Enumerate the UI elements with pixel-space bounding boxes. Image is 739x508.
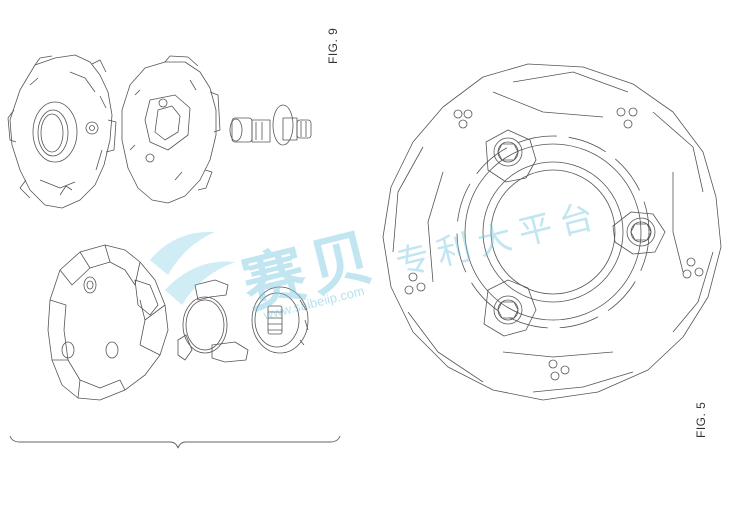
hex-boss-bottom — [483, 279, 537, 337]
hex-boss-right — [612, 211, 666, 255]
fig5-faceted-ring — [382, 63, 722, 401]
fig9-middle-disk — [121, 55, 221, 204]
fig9-core-disk — [251, 286, 309, 354]
fig9-shaft — [229, 104, 312, 146]
hole-cluster — [404, 107, 704, 381]
watermark-logo-icon — [150, 231, 235, 305]
fig9-bracket — [9, 435, 341, 449]
fig9-outer-ring — [47, 244, 169, 401]
fig9-upper-disk — [7, 54, 117, 209]
fig9-label: FIG. 9 — [326, 27, 340, 64]
fig5-label: FIG. 5 — [694, 401, 708, 438]
hex-boss-top — [485, 129, 537, 183]
fig9-clip-ring — [177, 279, 249, 363]
